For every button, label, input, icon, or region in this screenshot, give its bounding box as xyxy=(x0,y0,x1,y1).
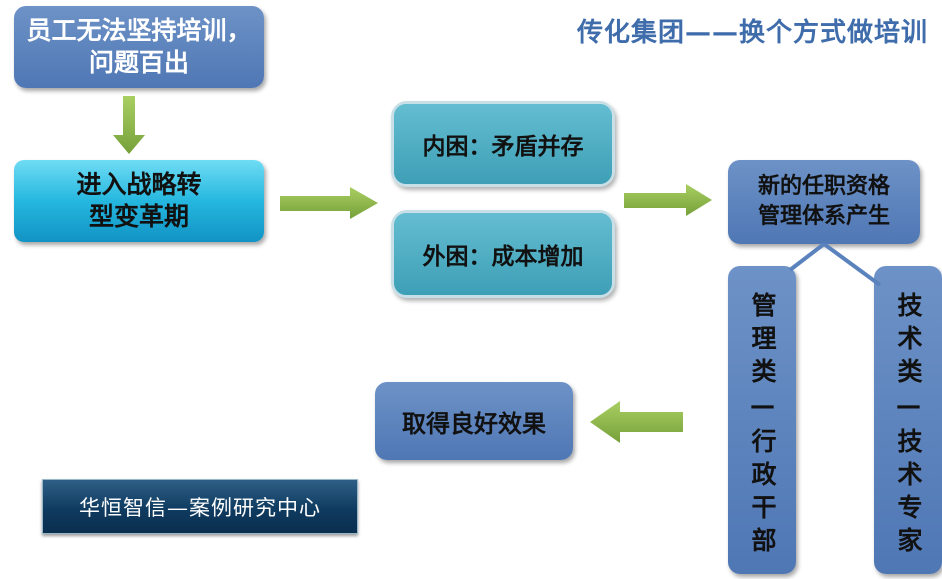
technical-category-label: 技术类—技术专家 xyxy=(894,292,923,560)
external-difficulty-label: 外困：成本增加 xyxy=(422,244,584,270)
new-system-box: 新的任职资格 管理体系产生 xyxy=(728,160,920,244)
strategy-line-2: 型变革期 xyxy=(88,202,189,231)
logo-text: 华恒智信—案例研究中心 xyxy=(79,495,321,520)
new-system-line-1: 新的任职资格 xyxy=(757,174,890,199)
internal-difficulty-label: 内困：矛盾并存 xyxy=(422,134,584,160)
problem-box: 员工无法坚持培训， 问题百出 xyxy=(14,6,264,88)
strategy-line-1: 进入战略转 xyxy=(76,170,202,199)
down-arrow-icon xyxy=(113,96,145,154)
problem-line-2: 问题百出 xyxy=(88,48,189,77)
logo-banner: 华恒智信—案例研究中心 xyxy=(42,479,358,534)
technical-category-box: 技术类—技术专家 xyxy=(874,266,942,574)
branch-line-left xyxy=(788,242,826,272)
external-difficulty-box: 外困：成本增加 xyxy=(391,210,615,298)
management-category-label: 管理类—行政干部 xyxy=(748,292,777,560)
management-category-box: 管理类—行政干部 xyxy=(728,266,796,574)
problem-line-1: 员工无法坚持培训， xyxy=(26,16,252,45)
right-arrow-icon xyxy=(624,184,712,216)
internal-difficulty-box: 内困：矛盾并存 xyxy=(391,101,615,187)
strategy-box: 进入战略转 型变革期 xyxy=(14,160,264,242)
result-label: 取得良好效果 xyxy=(402,409,546,438)
new-system-line-2: 管理体系产生 xyxy=(757,204,890,229)
branch-line-right xyxy=(822,242,882,287)
result-box: 取得良好效果 xyxy=(375,382,573,460)
diagram-title: 传化集团——换个方式做培训 xyxy=(576,18,928,48)
right-arrow-icon xyxy=(280,187,378,219)
left-arrow-icon xyxy=(590,401,683,443)
